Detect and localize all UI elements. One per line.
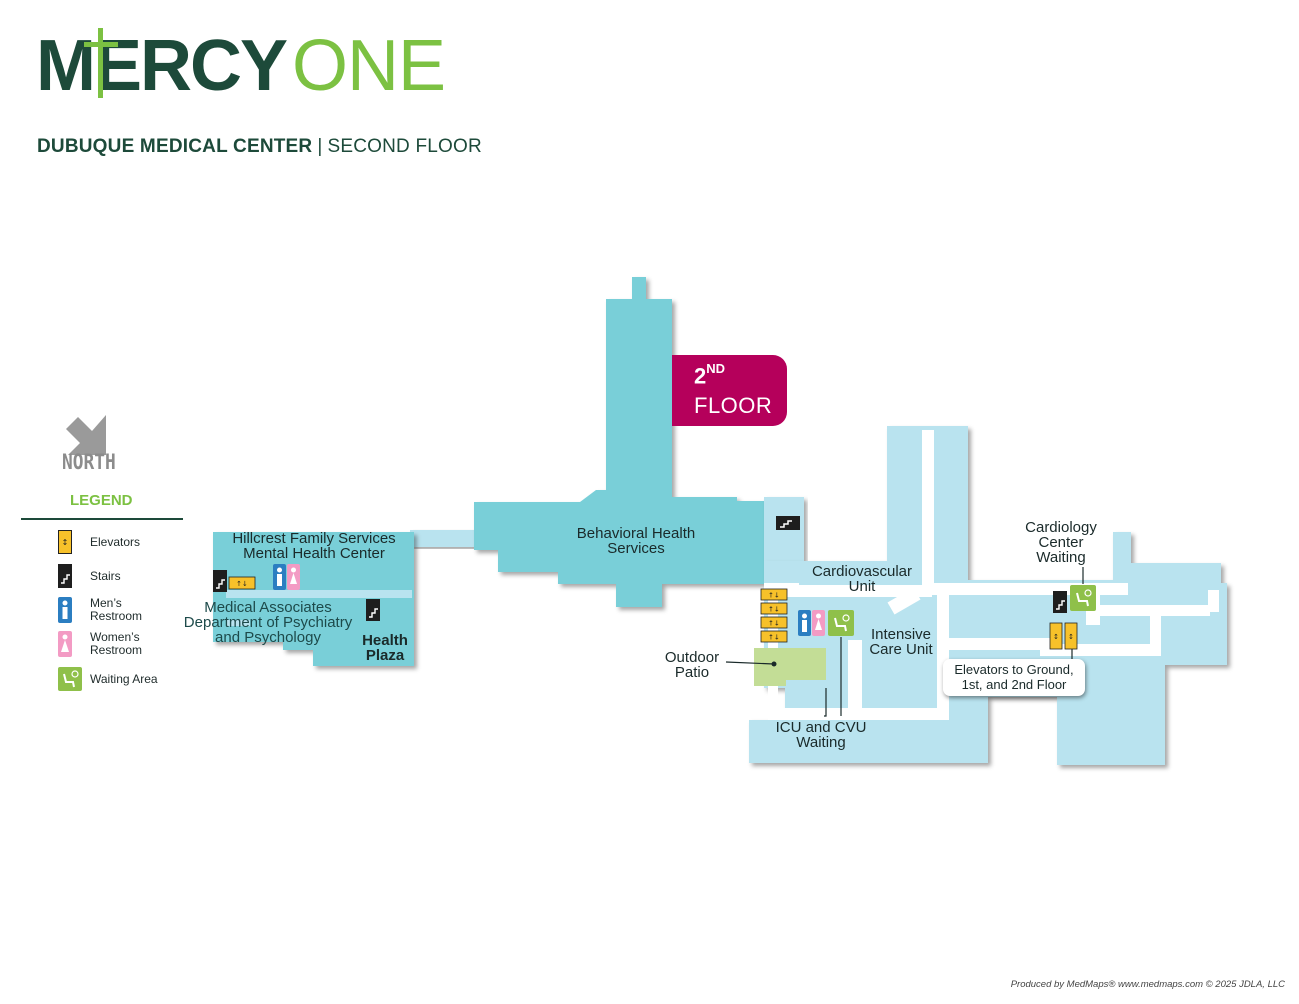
label-behavioral-health: Behavioral Health Services: [576, 525, 696, 557]
logo-mercy-text: MERCY: [36, 28, 287, 100]
elevator-icon: ↕: [1064, 622, 1078, 650]
svg-text:↑↓: ↑↓: [768, 606, 780, 614]
mens-restroom-icon: [58, 597, 72, 623]
patio-marker-dot: [771, 661, 777, 667]
floor-name: SECOND FLOOR: [327, 136, 482, 157]
west-hallway: [226, 590, 412, 598]
stairs-icon: [1053, 591, 1067, 613]
elevator-icon: ↕: [1049, 622, 1063, 650]
stairs-icon: [776, 516, 800, 530]
floor-badge: 2ND FLOOR: [672, 355, 787, 426]
legend-title: LEGEND: [70, 492, 133, 509]
leader-lines: [725, 567, 1084, 717]
legend-item-mens-restroom: Men’s Restroom: [58, 597, 218, 627]
waiting-area-icon: [58, 667, 82, 691]
elevator-icon: ↑↓: [228, 576, 256, 590]
legend-label: Elevators: [90, 535, 141, 549]
legend-item-waiting-area: Waiting Area: [58, 667, 218, 697]
legend-item-stairs: Stairs: [58, 564, 218, 594]
floor-number: 2ND: [694, 361, 726, 389]
label-cardiovascular-unit: Cardiovascular Unit: [811, 563, 913, 595]
svg-text:↑↓: ↑↓: [768, 592, 780, 600]
west-building: [213, 532, 414, 666]
legend-item-elevators: ↕ Elevators: [58, 530, 218, 560]
womens-restroom-icon: [812, 610, 825, 636]
title-separator: |: [317, 136, 323, 157]
svg-text:↑↓: ↑↓: [768, 620, 780, 628]
label-medical-associates: Medical Associates Department of Psychia…: [183, 599, 353, 646]
east-building: [749, 426, 1227, 765]
stairs-icon: [213, 570, 227, 592]
waiting-area-icon: [1070, 585, 1096, 611]
west-hallway-2: [226, 620, 250, 626]
svg-text:↕: ↕: [1053, 633, 1059, 641]
credit-line: Produced by MedMaps® www.medmaps.com © 2…: [1010, 979, 1285, 990]
north-arrow-icon: [66, 415, 106, 455]
label-intensive-care-unit: Intensive Care Unit: [869, 626, 933, 658]
label-icu-cvu-waiting: ICU and CVU Waiting: [775, 719, 867, 751]
label-cardiology-waiting: Cardiology Center Waiting: [1025, 519, 1097, 566]
legend-label: Men’s Restroom: [90, 596, 143, 623]
label-outdoor-patio: Outdoor Patio: [664, 649, 720, 681]
label-hillcrest: Hillcrest Family Services Mental Health …: [232, 530, 396, 562]
mens-restroom-icon: [273, 564, 286, 590]
svg-text:↕: ↕: [1068, 633, 1074, 641]
legend-label: Women’s Restroom: [90, 630, 143, 657]
elevator-icon: ↑↓: [760, 588, 788, 601]
waiting-area-icon: [828, 610, 854, 636]
page-title: DUBUQUE MEDICAL CENTER|SECOND FLOOR: [37, 136, 482, 158]
logo-cross-icon: [84, 28, 118, 98]
north-label: NORTH: [62, 450, 116, 474]
elevator-icon: ↑↓: [760, 602, 788, 615]
mercyone-logo: MERCY ONE: [36, 28, 446, 100]
elevator-icon: ↑↓: [760, 616, 788, 629]
svg-text:↑↓: ↑↓: [768, 634, 780, 642]
behavioral-building: [474, 277, 764, 607]
stairs-icon: [366, 599, 380, 621]
logo-one-text: ONE: [292, 28, 445, 100]
legend-divider: [21, 518, 183, 520]
skybridge-corridor: [410, 530, 480, 547]
mens-restroom-icon: [798, 610, 811, 636]
facility-name: DUBUQUE MEDICAL CENTER: [37, 136, 313, 157]
svg-text:↑↓: ↑↓: [236, 580, 248, 588]
womens-restroom-icon: [287, 564, 300, 590]
elevator-icon: ↑↓: [760, 630, 788, 643]
label-health-plaza: Health Plaza: [362, 632, 408, 664]
legend-label: Stairs: [90, 569, 121, 583]
elevator-icon: ↕: [58, 530, 72, 554]
svg-text:↕: ↕: [62, 538, 69, 547]
elevators-callout: Elevators to Ground, 1st, and 2nd Floor: [943, 659, 1085, 696]
legend-label: Waiting Area: [90, 672, 158, 686]
womens-restroom-icon: [58, 631, 72, 657]
legend-item-womens-restroom: Women’s Restroom: [58, 631, 218, 661]
floor-word: FLOOR: [694, 393, 773, 418]
stairs-icon: [58, 564, 72, 588]
outdoor-patio: [754, 648, 826, 686]
